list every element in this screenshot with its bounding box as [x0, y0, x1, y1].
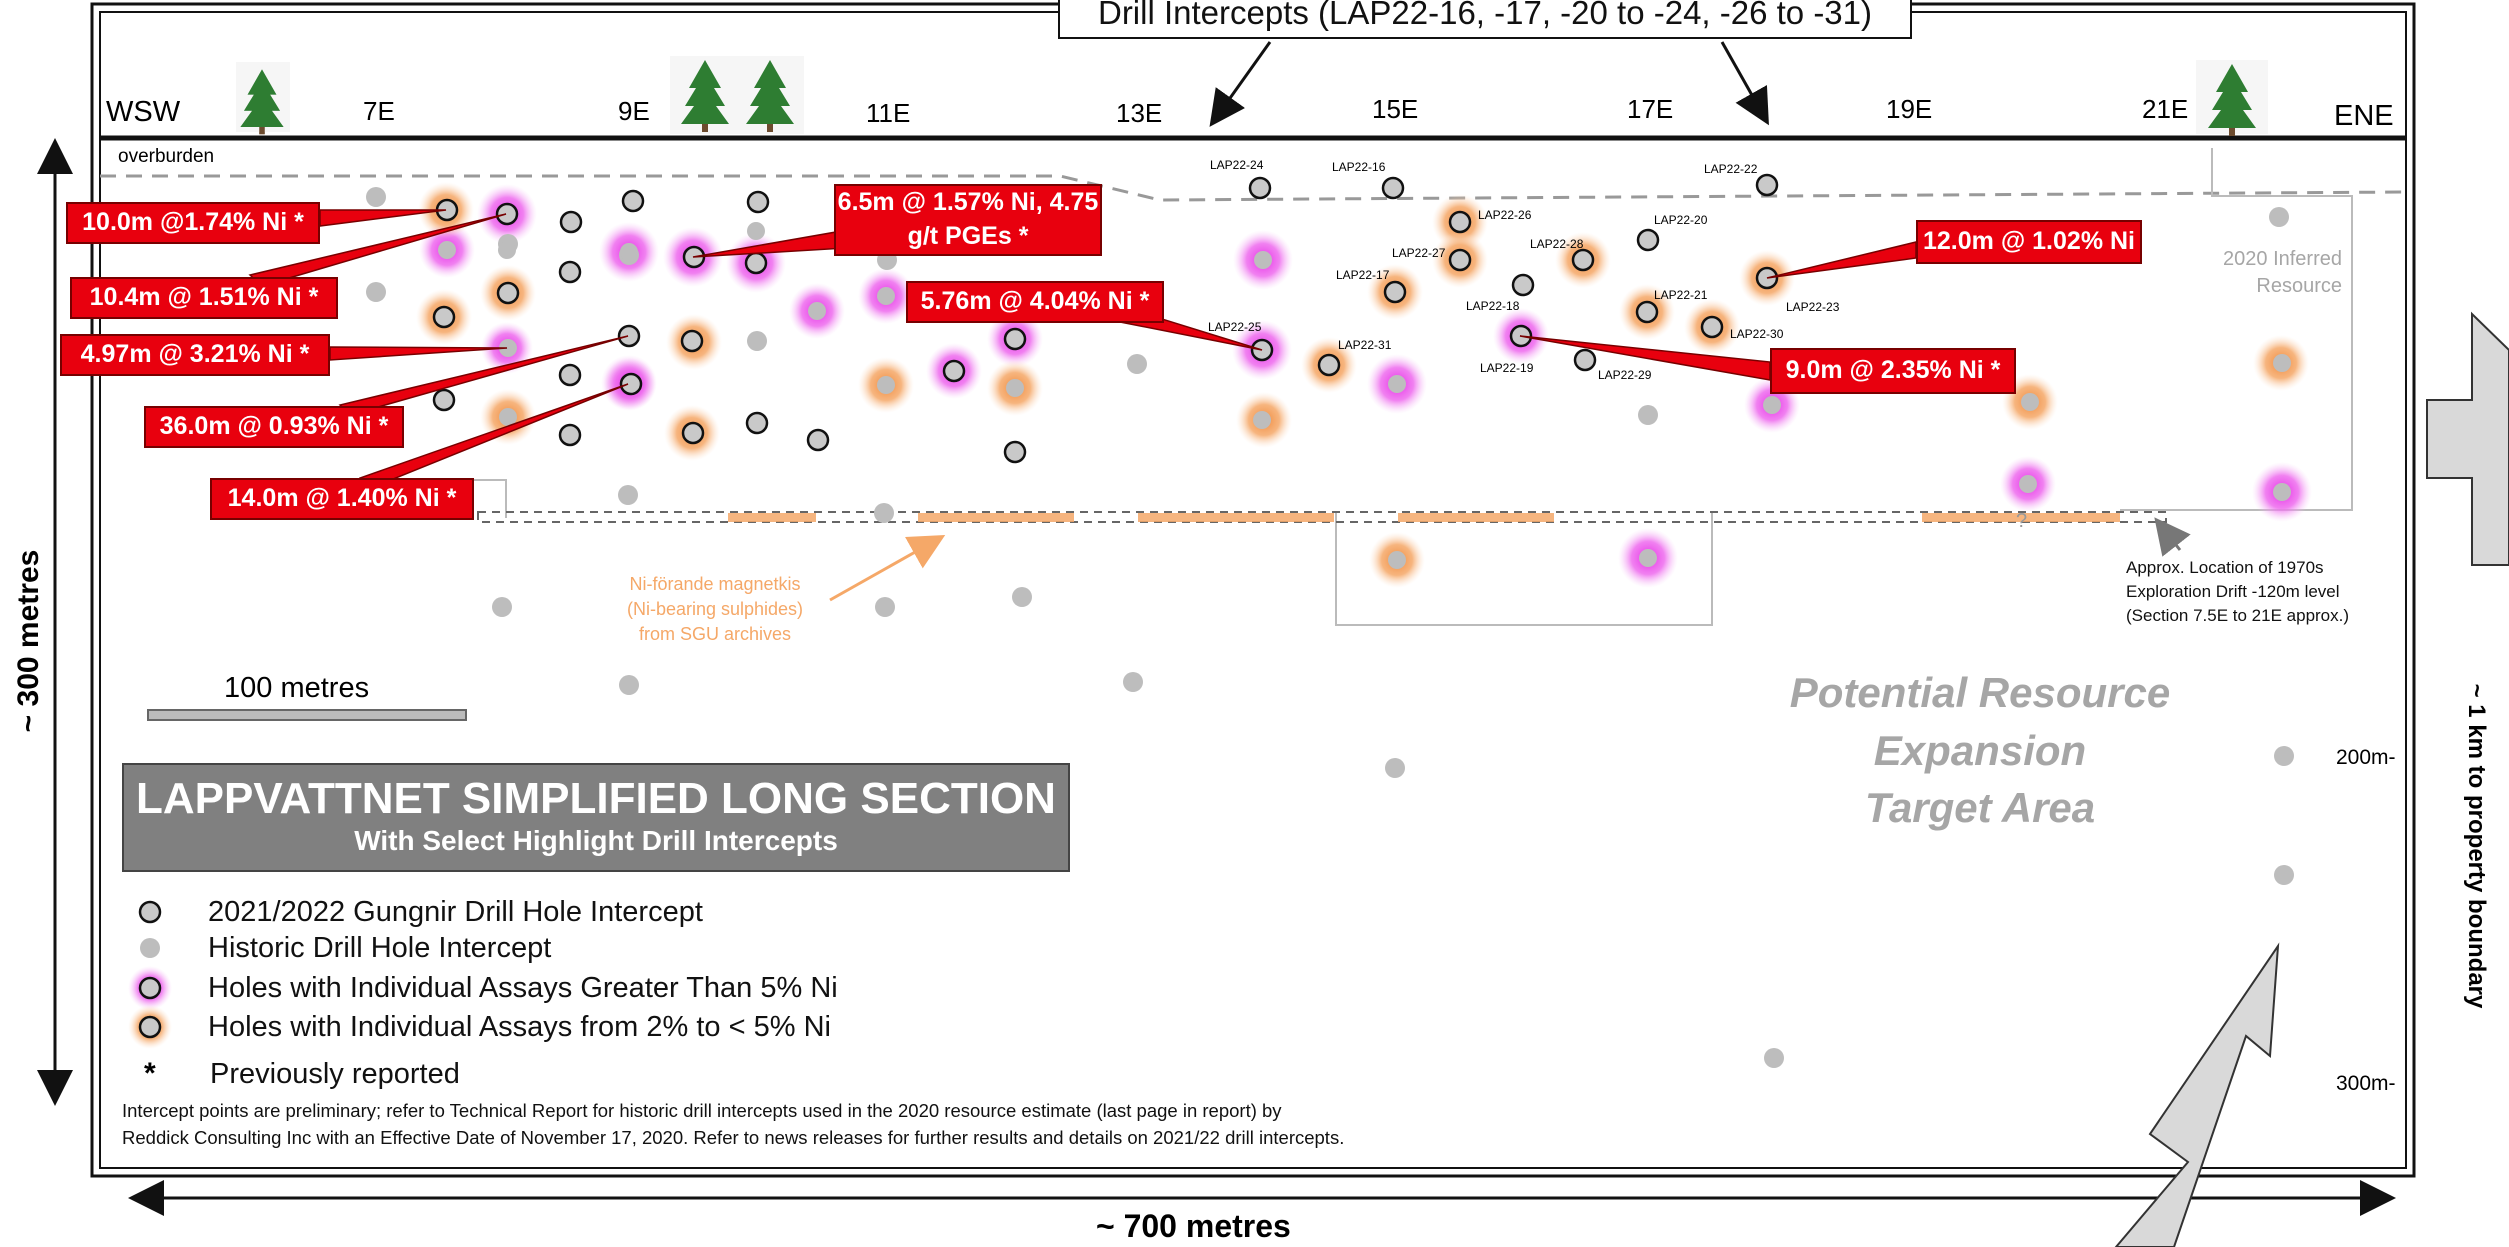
- scale-bar-label: 100 metres: [224, 672, 370, 704]
- property-boundary-label: ~ 1 km to property boundary: [2463, 683, 2490, 1009]
- wsw-label: WSW: [106, 96, 181, 128]
- intercept-callout: 6.5m @ 1.57% Ni, 4.75 g/t PGEs *: [834, 184, 1102, 256]
- ene-label: ENE: [2334, 100, 2394, 132]
- section-label: 17E: [1627, 94, 1674, 124]
- potential-resource-label: Potential Resource Expansion Target Area: [1789, 669, 2171, 832]
- drift-arrow: [2154, 517, 2191, 557]
- legend-gt5-symbol: [138, 976, 162, 1000]
- hole-label: LAP22-29: [1598, 368, 1652, 382]
- intercept-callout: 12.0m @ 1.02% Ni: [1916, 220, 2142, 264]
- footnote: Intercept points are preliminary; refer …: [122, 1100, 1345, 1148]
- sgu-arrow: [829, 535, 946, 602]
- overburden-line: [100, 174, 2407, 202]
- hole-label: LAP22-19: [1480, 361, 1534, 375]
- section-label: 7E: [363, 96, 395, 126]
- section-title-box: LAPPVATTNET SIMPLIFIED LONG SECTION With…: [122, 763, 1070, 872]
- section-label: 21E: [2142, 94, 2189, 124]
- lower-resource-outline: [1335, 512, 1713, 626]
- scale-bar: [147, 709, 467, 721]
- callout-pointers: [248, 209, 1917, 491]
- header-arrow-right: [1720, 41, 1769, 126]
- section-subtitle: With Select Highlight Drill Intercepts: [354, 825, 838, 857]
- hole-label: LAP22-18: [1466, 299, 1520, 313]
- hole-label: LAP22-23: [1786, 300, 1840, 314]
- header-arrow-left: [1209, 41, 1272, 127]
- hole-label: LAP22-27: [1392, 246, 1446, 260]
- hole-label: LAP22-21: [1654, 288, 1708, 302]
- section-label: 11E: [866, 98, 911, 128]
- intercept-callout: 5.76m @ 4.04% Ni *: [906, 281, 1164, 323]
- overburden-label: overburden: [118, 146, 215, 167]
- section-label: 15E: [1372, 94, 1419, 124]
- legend-gungnir-symbol: [138, 900, 162, 924]
- intercept-callout: 10.0m @1.74% Ni *: [66, 202, 320, 244]
- gungnir-holes: [432, 173, 1779, 464]
- hole-label: LAP22-20: [1654, 213, 1708, 227]
- section-label: 13E: [1116, 98, 1163, 128]
- legend-2to5-symbol: [138, 1015, 162, 1039]
- drift-note: Approx. Location of 1970s Exploration Dr…: [2126, 558, 2350, 625]
- legend-historic-symbol: [140, 938, 160, 958]
- section-label: 19E: [1886, 94, 1933, 124]
- hole-label: LAP22-26: [1478, 208, 1532, 222]
- hole-label: LAP22-25: [1208, 320, 1262, 334]
- depth-label: 200m-: [2336, 746, 2396, 769]
- header-title-box: Drill Intercepts (LAP22-16, -17, -20 to …: [1058, 0, 1912, 39]
- sgu-note: Ni-förande magnetkis (Ni-bearing sulphid…: [626, 574, 804, 645]
- sgu-sulphide-segments: [728, 513, 2120, 522]
- section-title: LAPPVATTNET SIMPLIFIED LONG SECTION: [136, 774, 1056, 823]
- intercept-callout: 36.0m @ 0.93% Ni *: [144, 406, 404, 448]
- intercept-callout: 4.97m @ 3.21% Ni *: [60, 334, 330, 376]
- hole-label: LAP22-30: [1730, 327, 1784, 341]
- expansion-arrow-icon: [2114, 942, 2280, 1247]
- hole-label: LAP22-24: [1210, 158, 1264, 172]
- header-title: Drill Intercepts (LAP22-16, -17, -20 to …: [1097, 0, 1873, 31]
- hole-label: LAP22-16: [1332, 160, 1386, 174]
- vertical-extent-label: ~ 300 metres: [12, 549, 45, 733]
- inferred-resource-label: 2020 Inferred Resource: [2223, 248, 2342, 297]
- intercept-callout: 10.4m @ 1.51% Ni *: [70, 277, 338, 319]
- intercept-callout: 14.0m @ 1.40% Ni *: [210, 478, 474, 520]
- hole-label: LAP22-22: [1704, 162, 1758, 176]
- historic-holes: [366, 187, 2294, 1068]
- star-symbol: *: [144, 1057, 156, 1090]
- hole-label: LAP22-31: [1338, 338, 1392, 352]
- property-boundary-arrow-icon: [2426, 311, 2509, 566]
- horizontal-extent-label: ~ 700 metres: [1096, 1208, 1291, 1244]
- hole-label: LAP22-17: [1336, 268, 1390, 282]
- hole-label: LAP22-28: [1530, 237, 1584, 251]
- intercept-callout: 9.0m @ 2.35% Ni *: [1770, 348, 2016, 394]
- depth-label: 300m-: [2336, 1072, 2396, 1095]
- section-label: 9E: [618, 96, 650, 126]
- question-mark: ?: [2016, 510, 2028, 532]
